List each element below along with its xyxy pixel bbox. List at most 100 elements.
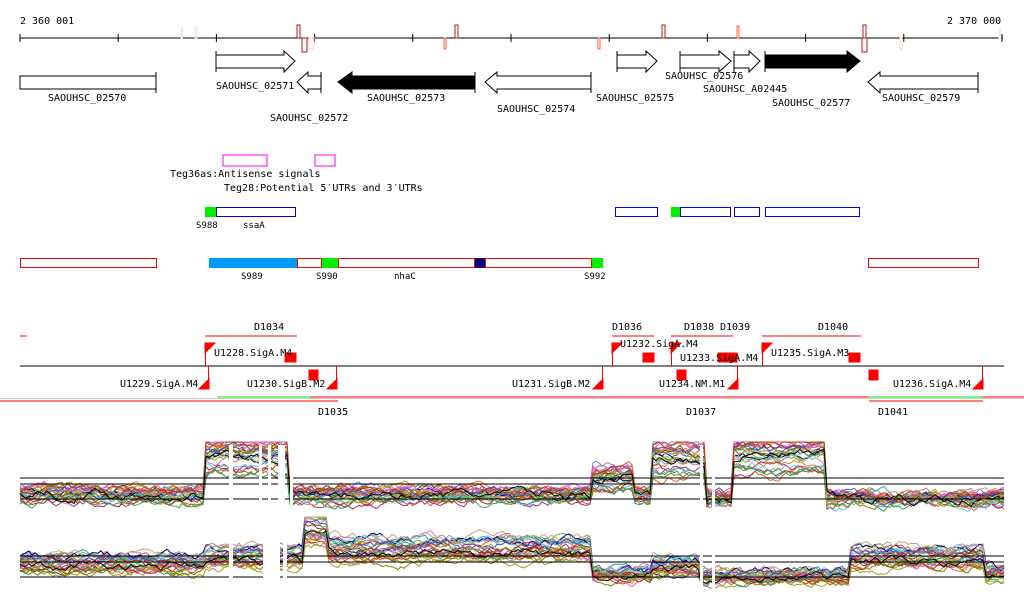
terminator-label: D1036	[612, 322, 642, 333]
gene-SAOUHSC_02570[interactable]: SAOUHSC_02570	[19, 72, 157, 104]
expression-series-line	[19, 465, 1005, 512]
expression-series-line	[19, 441, 1005, 504]
gene-SAOUHSC_A02445[interactable]: SAOUHSC_A02445	[703, 49, 787, 95]
segment[interactable]	[20, 258, 157, 268]
operon-track-bottom: S989 S990 nhaC S992	[20, 258, 979, 282]
segment-S988[interactable]	[205, 207, 216, 217]
segment-ssaA[interactable]	[216, 207, 296, 217]
ruler: 2 360 001 2 370 000	[19, 16, 1003, 53]
rna-feature-teg36as[interactable]	[314, 154, 336, 167]
gene-label: SAOUHSC_02570	[48, 93, 126, 104]
segment-S990[interactable]	[322, 258, 338, 268]
segment-label: S990	[316, 272, 338, 282]
segment[interactable]	[615, 207, 658, 217]
promoter-flag-icon[interactable]	[591, 377, 604, 390]
expression-track-2	[19, 516, 1005, 589]
segment[interactable]	[297, 258, 322, 268]
gene-SAOUHSC_02571[interactable]: SAOUHSC_02571	[215, 49, 296, 92]
ruler-start-label: 2 360 001	[20, 16, 74, 27]
terminator-label: D1037	[686, 407, 716, 418]
terminator-marker[interactable]	[868, 369, 879, 381]
gene-SAOUHSC_02573[interactable]: SAOUHSC_02573	[337, 71, 476, 104]
expression-series-line	[19, 519, 1005, 583]
terminator-marker[interactable]	[848, 352, 861, 363]
terminator-marker[interactable]	[284, 352, 297, 363]
promoter-label: U1229.SigA.M4	[120, 379, 198, 390]
rna-feature-track: Teg36as:Antisense signals Teg28:Potentia…	[170, 154, 423, 194]
promoter-label: U1236.SigA.M4	[893, 379, 971, 390]
gene-SAOUHSC_02577[interactable]: SAOUHSC_02577	[764, 49, 861, 109]
expression-series-line	[19, 516, 1005, 577]
terminator-marker[interactable]	[642, 352, 655, 363]
terminator-label: D1038	[684, 322, 714, 333]
expression-series-line	[19, 452, 1005, 505]
promoter-label: U1231.SigB.M2	[512, 379, 590, 390]
expression-series-line	[19, 523, 1005, 585]
expression-series-line	[19, 530, 1005, 587]
promoter-flag-icon[interactable]	[325, 377, 338, 390]
gene-label: SAOUHSC_A02445	[703, 84, 787, 95]
ruler-end-label: 2 370 000	[947, 16, 1001, 27]
segment[interactable]	[671, 207, 680, 217]
expression-series-line	[19, 536, 1005, 587]
promoter-flag-icon[interactable]	[761, 342, 774, 355]
segment-label: S992	[584, 272, 606, 282]
rna-feature-teg28[interactable]	[222, 154, 268, 167]
expression-series-line	[19, 464, 1005, 510]
promoter-flag-icon[interactable]	[670, 342, 683, 355]
segment-label: ssaA	[243, 221, 265, 231]
promoter-flag-icon[interactable]	[204, 342, 217, 355]
gene-label: SAOUHSC_02572	[270, 113, 348, 124]
segment-nhaC[interactable]	[338, 258, 475, 268]
gene-label: SAOUHSC_02577	[772, 98, 850, 109]
promoter-track: U1228.SigA.M4 U1232.SigA.M4 U1233.SigA.M…	[0, 322, 1024, 418]
segment[interactable]	[765, 207, 860, 217]
expression-series-line	[19, 530, 1005, 584]
terminator-label: D1041	[878, 407, 908, 418]
gene-label: SAOUHSC_02576	[665, 71, 743, 82]
terminator-label: D1039	[720, 322, 750, 333]
promoter-flag-icon[interactable]	[726, 377, 739, 390]
promoter-label: U1234.NM.M1	[659, 379, 725, 390]
segment-label: S989	[241, 272, 263, 282]
gene-SAOUHSC_02575[interactable]: SAOUHSC_02575	[596, 49, 674, 104]
gene-SAOUHSC_02572[interactable]: SAOUHSC_02572	[270, 70, 348, 124]
gene-SAOUHSC_02576[interactable]: SAOUHSC_02576	[665, 49, 743, 82]
expression-series-line	[19, 517, 1005, 579]
terminator-marker[interactable]	[725, 352, 738, 363]
terminator-label: D1034	[254, 322, 284, 333]
promoter-label: U1235.SigA.M3	[771, 348, 849, 359]
rna-feature-label: Teg28:Potential 5′UTRs and 3′UTRs	[224, 183, 423, 194]
segment-S989[interactable]	[209, 258, 297, 268]
promoter-flag-icon[interactable]	[971, 377, 984, 390]
segment-S992[interactable]	[592, 258, 603, 268]
promoter-label: U1228.SigA.M4	[214, 348, 292, 359]
promoter-label: U1232.SigA.M4	[620, 339, 698, 350]
segment[interactable]	[868, 258, 979, 268]
gene-SAOUHSC_02574[interactable]: SAOUHSC_02574	[484, 70, 592, 115]
segment[interactable]	[734, 207, 760, 217]
expression-gaps	[229, 445, 715, 595]
gene-label: SAOUHSC_02575	[596, 93, 674, 104]
promoter-flag-icon[interactable]	[611, 342, 624, 355]
segment[interactable]	[475, 258, 485, 268]
segment[interactable]	[485, 258, 592, 268]
segment[interactable]	[680, 207, 731, 217]
terminator-marker[interactable]	[676, 369, 687, 381]
terminator-marker[interactable]	[308, 369, 319, 381]
segment-label: S988	[196, 221, 218, 231]
gene-label: SAOUHSC_02574	[497, 104, 575, 115]
gene-label: SAOUHSC_02571	[216, 81, 294, 92]
operon-track-top: S988 ssaA	[196, 207, 860, 231]
terminator-label: D1040	[818, 322, 848, 333]
segment-label: nhaC	[394, 272, 416, 282]
gene-label: SAOUHSC_02573	[367, 93, 445, 104]
promoter-label: U1230.SigB.M2	[247, 379, 325, 390]
gene-label: SAOUHSC_02579	[882, 93, 960, 104]
promoter-flag-icon[interactable]	[197, 377, 210, 390]
terminator-label: D1035	[318, 407, 348, 418]
expression-series-line	[19, 448, 1005, 508]
gene-track: SAOUHSC_02570 SAOUHSC_02571 SAOUHSC_0257…	[19, 49, 979, 124]
gene-SAOUHSC_02579[interactable]: SAOUHSC_02579	[867, 70, 979, 104]
